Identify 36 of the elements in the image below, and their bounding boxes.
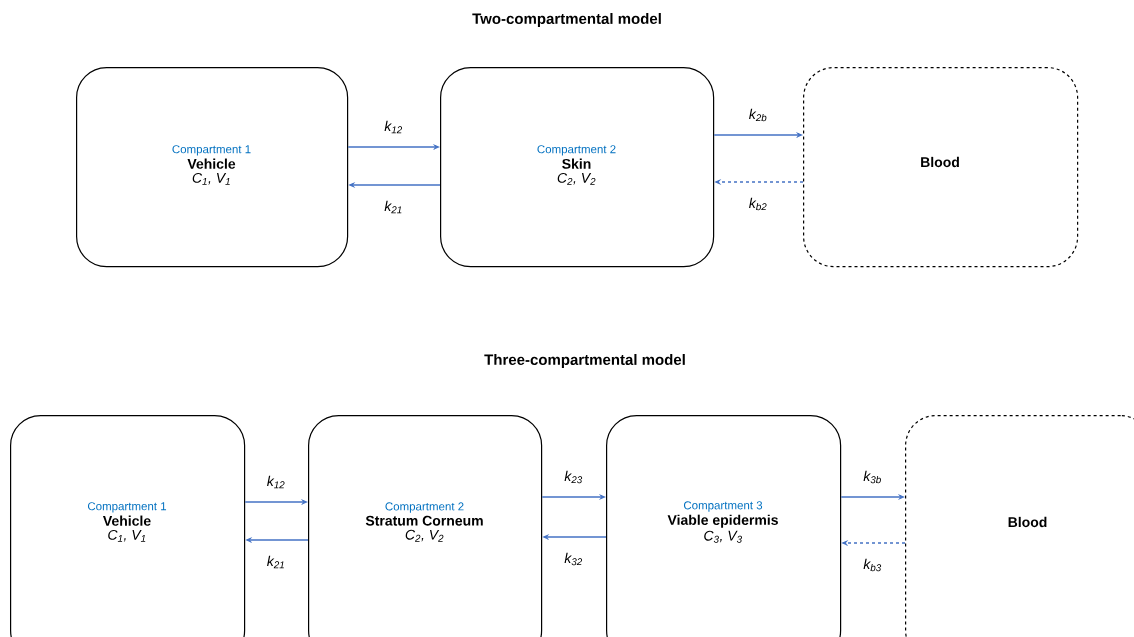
edge-label: k$_{23}$ <box>564 470 583 484</box>
node-label: C$_{1}$, V$_{1}$ <box>108 529 146 542</box>
compartment-box <box>440 67 715 268</box>
node-label: Compartment 2 <box>537 145 616 156</box>
edge-label: k$_{21}$ <box>267 555 284 569</box>
compartment-box <box>905 415 1134 637</box>
title: Three-compartmental model <box>484 354 685 368</box>
edge-label: k$_{2b}$ <box>749 108 767 122</box>
node-label: C$_{2}$, V$_{2}$ <box>557 172 596 185</box>
edge-label: k$_{21}$ <box>384 200 402 214</box>
compartment-box <box>308 415 543 637</box>
compartment-box <box>803 67 1079 268</box>
node-label: C$_{1}$, V$_{1}$ <box>192 172 230 185</box>
edge-label: k$_{32}$ <box>564 552 583 566</box>
edge-label: k$_{3b}$ <box>863 470 881 484</box>
node-label: Vehicle <box>102 515 151 526</box>
title: Two-compartmental model <box>472 13 661 27</box>
node-label: Compartment 3 <box>683 501 763 512</box>
node-label: Compartment 1 <box>87 502 167 513</box>
compartment-box <box>606 415 842 637</box>
edge-label: k$_{b2}$ <box>749 197 767 211</box>
edge-label: k$_{12}$ <box>267 475 285 489</box>
edge-label: k$_{b3}$ <box>863 558 882 572</box>
node-label: Stratum Corneum <box>365 515 483 526</box>
edge-label: k$_{12}$ <box>384 120 403 134</box>
node-label: Compartment 1 <box>172 145 251 156</box>
node-label: Blood <box>1008 516 1047 528</box>
node-label: Viable epidermis <box>667 514 778 528</box>
compartment-box <box>76 67 349 268</box>
node-label: Vehicle <box>187 158 236 169</box>
node-label: Skin <box>562 158 591 169</box>
node-label: Blood <box>921 156 959 168</box>
node-label: C$_{3}$, V$_{3}$ <box>704 530 742 543</box>
compartment-box <box>10 415 246 637</box>
node-label: C$_{2}$, V$_{2}$ <box>405 529 444 542</box>
node-label: Compartment 2 <box>385 502 464 513</box>
